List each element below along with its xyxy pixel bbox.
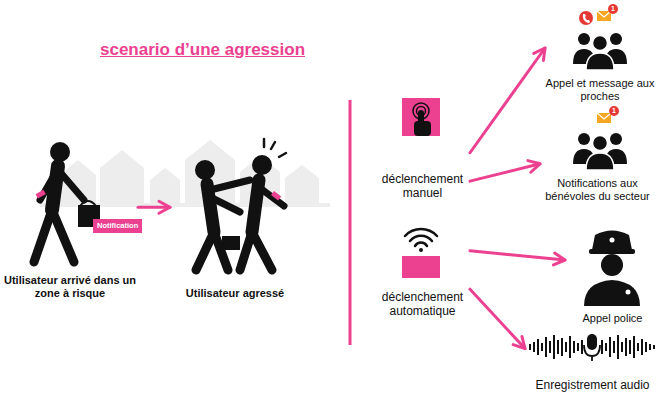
mic-stand: [584, 345, 600, 361]
node-box: Utilisateur agressé: [170, 140, 300, 300]
flow-arrow: [470, 251, 565, 260]
node-label: déclenchement automatique: [375, 290, 470, 318]
node-label: Enregistrement audio: [525, 378, 660, 392]
node-label: Appel et message aux proches: [545, 77, 655, 103]
node-caption-group: Utilisateur arrivé dans un zone à risque: [2, 274, 138, 300]
flow-arrow: [470, 289, 525, 348]
mail-flap: [597, 113, 611, 119]
badge-number: 1: [608, 4, 618, 14]
flow-arrow: [138, 206, 170, 209]
node-label: déclenchement manuel: [375, 172, 470, 200]
node-caption-group: Utilisateur agressé: [170, 287, 300, 300]
notification-tag: Notification: [93, 219, 142, 233]
houses-background: [40, 140, 330, 207]
phone-glyph: [583, 14, 590, 23]
node-caption-group: Notifications aux bénévoles du secteur: [540, 177, 655, 203]
walking-user: [34, 142, 100, 262]
people-icon: [573, 33, 627, 70]
wifi-icon: [405, 229, 437, 246]
node-box: Enregistrement audio: [525, 330, 660, 392]
police-icon: [584, 231, 640, 307]
wifi-dot: [419, 248, 423, 252]
node-box: Notifications aux bénévoles du secteur: [540, 105, 655, 203]
node-caption-group: Enregistrement audio: [525, 378, 660, 392]
mic-icon: [587, 334, 597, 350]
node-label: Notifications aux bénévoles du secteur: [540, 177, 655, 203]
aggression-scene: [195, 139, 286, 270]
flow-arrow: [470, 48, 545, 153]
node-label: Utilisateur arrivé dans un zone à risque: [2, 274, 138, 300]
touch-icon: [402, 98, 440, 136]
people-icon: [573, 133, 627, 170]
node-box: Appel et message aux proches: [545, 3, 655, 103]
divider-line: [349, 100, 352, 345]
trigger-box: [402, 256, 440, 278]
node-caption-group: déclenchement automatique: [375, 290, 470, 318]
node-caption-group: déclenchement manuel: [375, 172, 470, 200]
node-box: Appel police: [565, 225, 660, 325]
flow-arrow: [470, 164, 540, 181]
node-caption-group: Appel et message aux proches: [545, 77, 655, 103]
node-caption-group: Appel police: [565, 311, 660, 325]
node-box: déclenchement manuel: [375, 95, 470, 200]
node-label: Appel police: [565, 311, 660, 325]
mail-icon: [597, 113, 611, 123]
node-label: Utilisateur agressé: [170, 287, 300, 300]
badge-number: 1: [609, 106, 619, 116]
phone-icon: [579, 11, 593, 25]
diagram-title: scenario d’une agression: [100, 40, 305, 60]
node-box: déclenchement automatique: [375, 222, 470, 318]
